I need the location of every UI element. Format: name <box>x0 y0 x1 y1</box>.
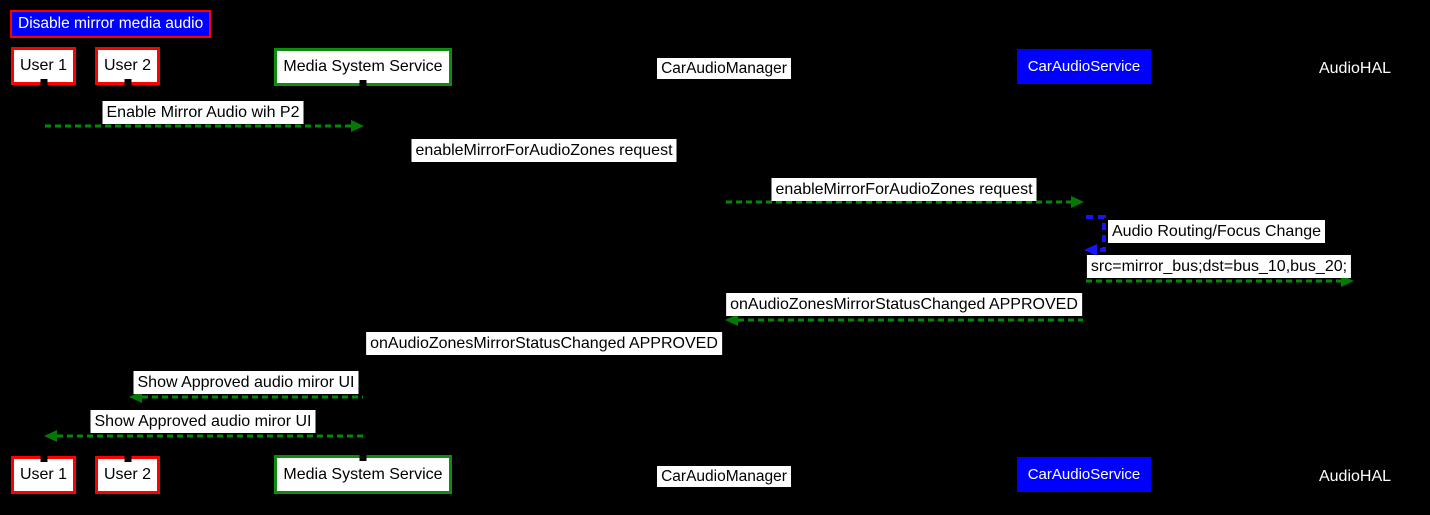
message-status-changed-approved-2: onAudioZonesMirrorStatusChanged APPROVED <box>366 332 722 355</box>
actor-media-system-service-bottom: Media System Service <box>274 455 452 494</box>
actor-user2-bottom: User 2 <box>95 456 160 494</box>
arrow-audio-routing-selfloop-line <box>1086 215 1106 252</box>
message-src-mirror-bus: src=mirror_bus;dst=bus_10,bus_20; <box>1086 255 1352 278</box>
message-show-approved-ui-user2: Show Approved audio miror UI <box>133 371 359 394</box>
message-enable-mirror-audio: Enable Mirror Audio wih P2 <box>102 101 304 124</box>
arrow-show-ui-user1-head <box>44 430 57 442</box>
message-enable-zones-request-2: enableMirrorForAudioZones request <box>771 178 1037 201</box>
actor-audio-hal-bottom: AudioHAL <box>1318 467 1392 485</box>
actor-user1-top: User 1 <box>11 47 76 85</box>
actor-media-system-service-top: Media System Service <box>274 48 452 86</box>
diagram-title: Disable mirror media audio <box>10 10 211 38</box>
arrow-enable-mirror-head <box>351 120 364 132</box>
arrow-enable-zones-head <box>1071 196 1084 208</box>
message-audio-routing-focus-change: Audio Routing/Focus Change <box>1108 220 1326 243</box>
actor-car-audio-manager-top: CarAudioManager <box>657 58 791 79</box>
message-enable-zones-request-1: enableMirrorForAudioZones request <box>411 139 677 162</box>
actor-car-audio-manager-bottom: CarAudioManager <box>657 466 791 487</box>
actor-user1-bottom: User 1 <box>11 456 76 494</box>
message-show-approved-ui-user1: Show Approved audio miror UI <box>90 410 316 433</box>
actor-audio-hal-top: AudioHAL <box>1318 59 1392 77</box>
actor-car-audio-service-top: CarAudioService <box>1017 49 1151 84</box>
actor-car-audio-service-bottom: CarAudioService <box>1017 457 1151 492</box>
actor-user2-top: User 2 <box>95 47 160 85</box>
message-status-changed-approved-1: onAudioZonesMirrorStatusChanged APPROVED <box>726 293 1082 316</box>
